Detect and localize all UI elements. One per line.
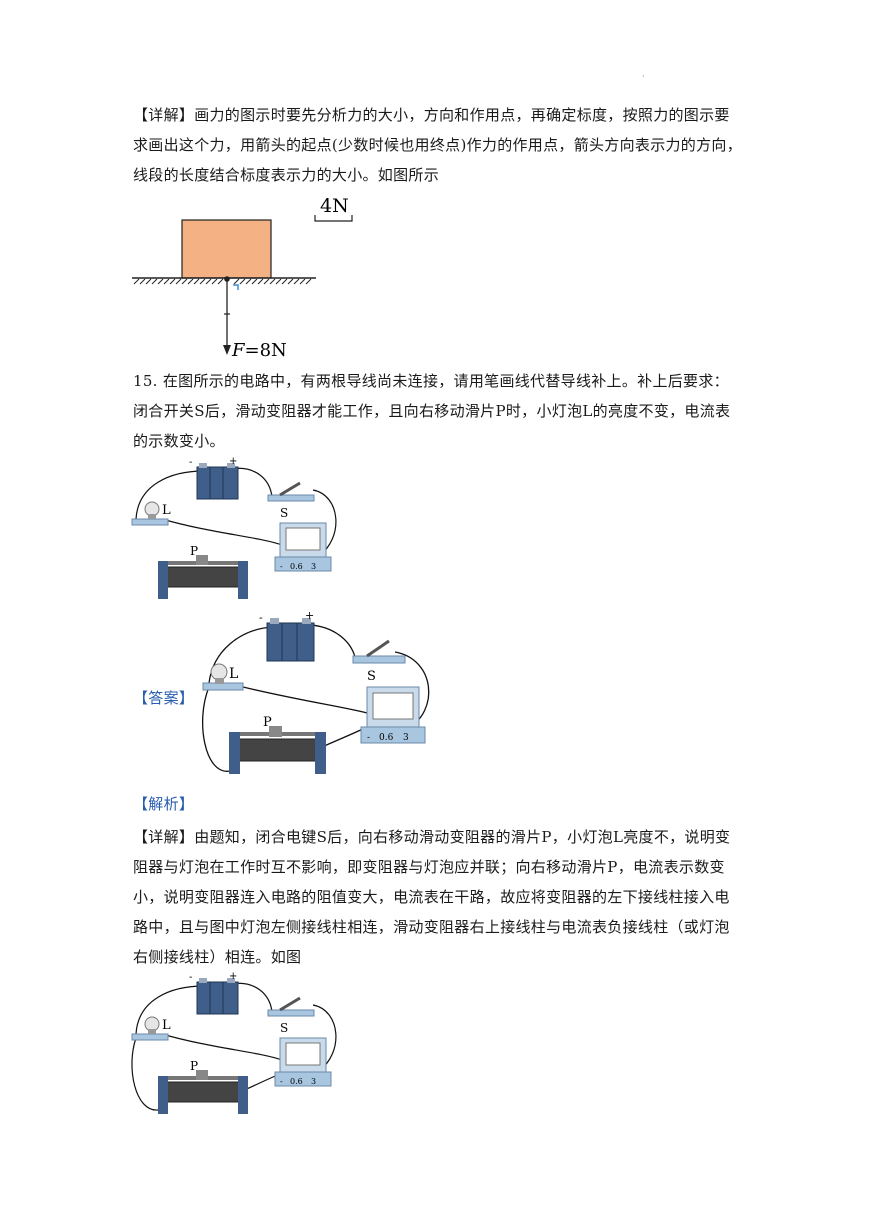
switch (352, 639, 406, 664)
battery (196, 978, 239, 1015)
q14-detail-paragraph: 【详解】画力的图示时要先分析力的大小，方向和作用点，再确定标度，按照力的图示要求… (133, 100, 743, 190)
force-diagram: 4N F=8N (132, 195, 353, 361)
meter-minus-label: - (280, 562, 283, 571)
switch-label: S (280, 506, 288, 520)
question-text: 在图所示的电路中，有两根导线尚未连接，请用笔画线代替导线补上。补上后要求：闭合开… (133, 372, 731, 450)
battery-plus-label: + (229, 457, 237, 467)
analysis-tag: 【解析】 (133, 795, 195, 813)
meter-3-label: 3 (311, 562, 316, 571)
switch (267, 481, 315, 502)
battery-minus-label: - (189, 457, 192, 468)
slider-label: P (190, 1059, 198, 1073)
lamp (202, 663, 244, 691)
q15-detail-paragraph: 【详解】由题知，闭合电键S后，向右移动滑动变阻器的滑片P，小灯泡L亮度不，说明变… (133, 822, 743, 972)
circuit-figure-question: - + L S - 0.6 3 P (131, 457, 337, 599)
switch-label: S (280, 1021, 288, 1035)
lamp-label: L (162, 1018, 171, 1033)
battery-plus-label: + (229, 972, 237, 982)
ammeter (360, 686, 426, 744)
header-dot: · (642, 72, 645, 81)
force-symbol: F (231, 340, 246, 361)
lamp-label: L (162, 503, 171, 518)
question-number: 15. (133, 372, 158, 390)
q15-question: 15. 在图所示的电路中，有两根导线尚未连接，请用笔画线代替导线补上。补上后要求… (133, 366, 743, 456)
circuit-figure-answer: - + L S - 0.6 3 P (202, 611, 430, 774)
circuit-figure-solution: - + L S - 0.6 3 P (131, 972, 337, 1114)
ammeter (274, 522, 332, 572)
force-value: =8N (245, 340, 287, 361)
meter-06-label: 0.6 (290, 1077, 303, 1086)
lamp-label: L (229, 666, 238, 682)
ammeter (274, 1037, 332, 1087)
force-label: F=8N (231, 340, 287, 361)
battery (196, 463, 239, 500)
switch-label: S (367, 669, 376, 684)
meter-06-label: 0.6 (290, 562, 303, 571)
detail-tag: 【详解】 (133, 828, 195, 846)
battery-minus-label: - (259, 611, 263, 624)
slider-label: P (190, 544, 198, 558)
switch (267, 996, 315, 1017)
application-point (224, 276, 230, 282)
answer-tag: 【答案】 (133, 689, 195, 707)
meter-3-label: 3 (311, 1077, 316, 1086)
right-angle-mark (233, 284, 239, 290)
meter-06-label: 0.6 (379, 733, 394, 743)
battery-plus-label: + (305, 611, 314, 622)
force-arrow-head (223, 345, 231, 355)
detail-text: 由题知，闭合电键S后，向右移动滑动变阻器的滑片P，小灯泡L亮度不，说明变阻器与灯… (133, 828, 731, 966)
meter-minus-label: - (367, 733, 370, 743)
ground-hatch (133, 278, 312, 285)
meter-3-label: 3 (403, 733, 409, 743)
battery-minus-label: - (189, 972, 192, 983)
lamp (131, 1016, 169, 1041)
battery (266, 618, 315, 662)
detail-text: 画力的图示时要先分析力的大小，方向和作用点，再确定标度，按照力的图示要求画出这个… (133, 106, 743, 184)
rheostat (158, 1070, 248, 1114)
meter-minus-label: - (280, 1077, 283, 1086)
scale-bar (314, 215, 353, 222)
rheostat (158, 555, 248, 599)
detail-tag: 【详解】 (133, 106, 195, 124)
scale-label: 4N (320, 195, 349, 217)
lamp (131, 501, 169, 526)
slider-label: P (263, 715, 272, 730)
rheostat (229, 726, 326, 774)
block (181, 219, 272, 279)
